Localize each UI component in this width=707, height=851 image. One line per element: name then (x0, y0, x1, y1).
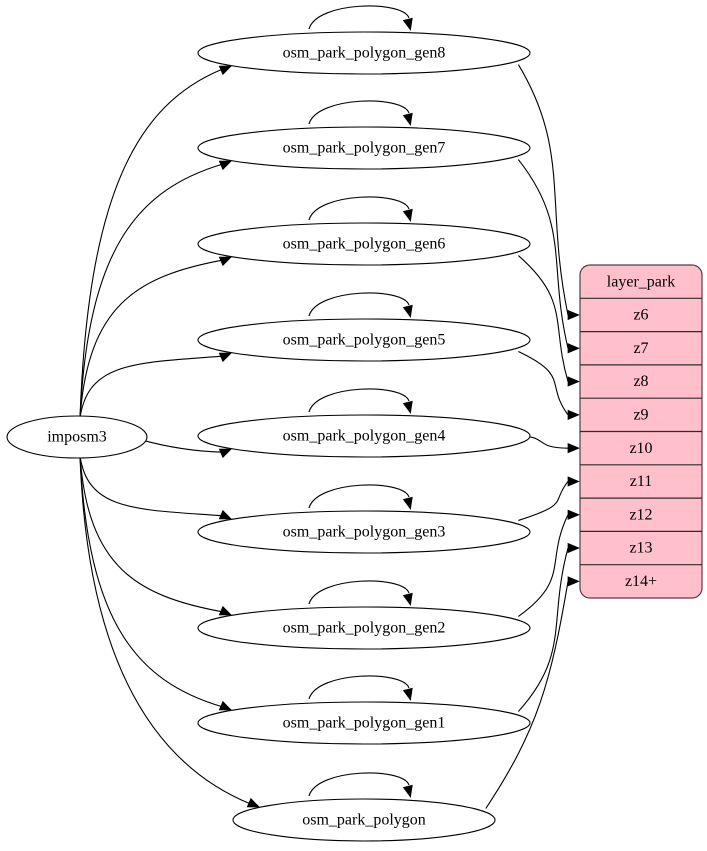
self-loop-edge (308, 100, 410, 125)
ellipse-shape (197, 414, 531, 458)
edge-arrowhead (567, 576, 580, 587)
edge-arrowhead (567, 343, 580, 354)
edge-imposm3 (79, 68, 223, 419)
self-loop-edge (308, 292, 410, 317)
edge-imposm3 (79, 455, 223, 708)
node-label: osm_park_polygon_gen1 (283, 715, 446, 732)
edge-arrowhead (567, 476, 580, 487)
node-label: osm_park_polygon_gen2 (283, 620, 446, 637)
edge-arrowhead (218, 605, 233, 616)
edge-to-z12 (518, 514, 569, 617)
ellipse-shape (232, 798, 496, 842)
edge-arrowhead (218, 256, 233, 267)
self-loop-arrowhead (402, 304, 413, 318)
ellipse-shape (197, 701, 531, 745)
node-layer-park[interactable]: layer_park z6 z7 z8 z9 z10 z11 z12 z13 z14+ (579, 264, 703, 599)
self-loop-arrowhead (402, 496, 413, 510)
imposm3-label: imposm3 (47, 429, 107, 446)
node-gen6[interactable]: osm_park_polygon_gen6 (197, 222, 531, 266)
node-gen7[interactable]: osm_park_polygon_gen7 (197, 126, 531, 170)
node-label: osm_park_polygon_gen8 (283, 45, 446, 62)
edge-to-z6 (517, 64, 569, 316)
layer-park-header: layer_park (607, 273, 675, 290)
table-row-z13[interactable]: z13 (629, 540, 652, 557)
table-row-z14+[interactable]: z14+ (625, 573, 657, 590)
node-label: osm_park_polygon_gen7 (283, 140, 446, 157)
table-row-z8[interactable]: z8 (633, 373, 648, 390)
edge-to-z7 (517, 159, 569, 349)
node-label: osm_park_polygon_gen3 (283, 524, 446, 541)
edge-to-z8 (518, 255, 569, 382)
self-loop-edge (308, 196, 410, 221)
edge-arrowhead (218, 65, 233, 76)
ellipse-shape (6, 415, 148, 459)
edge-imposm3 (79, 455, 251, 805)
node-label: osm_park_polygon_gen4 (283, 428, 446, 445)
ellipse-shape (197, 31, 531, 75)
ellipse-shape (197, 510, 531, 554)
node-group-polygons: osm_park_polygon_gen8 osm_park_polygon_ge… (197, 31, 531, 842)
edge-imposm3 (79, 455, 223, 517)
edge-imposm3 (79, 355, 223, 419)
ellipse-shape (197, 318, 531, 362)
table-row-z9[interactable]: z9 (633, 407, 648, 424)
edge-arrowhead (567, 409, 580, 420)
edge-arrowhead (218, 448, 233, 459)
node-gen4[interactable]: osm_park_polygon_gen4 (197, 414, 531, 458)
node-gen8[interactable]: osm_park_polygon_gen8 (197, 31, 531, 75)
table-row-z10[interactable]: z10 (629, 440, 652, 457)
self-loop-arrowhead (402, 592, 413, 606)
edge-arrowhead (218, 700, 233, 711)
edge-group-self-loops (308, 5, 413, 798)
self-loop-edge (308, 5, 410, 30)
table-row-z12[interactable]: z12 (629, 506, 652, 523)
edge-imposm3 (79, 259, 223, 419)
ellipse-shape (197, 126, 531, 170)
self-loop-edge (308, 484, 410, 509)
edge-to-z14+ (485, 581, 569, 809)
table-row-z6[interactable]: z6 (633, 307, 648, 324)
ellipse-shape (197, 606, 531, 650)
edge-arrowhead (246, 797, 261, 808)
ellipse-shape (197, 222, 531, 266)
self-loop-arrowhead (402, 112, 413, 126)
node-base[interactable]: osm_park_polygon (232, 798, 496, 842)
edge-to-z11 (518, 481, 569, 521)
table-row-z11[interactable]: z11 (630, 473, 653, 490)
node-label: osm_park_polygon (302, 812, 426, 829)
node-gen3[interactable]: osm_park_polygon_gen3 (197, 510, 531, 554)
node-gen2[interactable]: osm_park_polygon_gen2 (197, 606, 531, 650)
node-imposm3[interactable]: imposm3 (6, 415, 148, 459)
edge-arrowhead (567, 443, 580, 454)
node-label: osm_park_polygon_gen5 (283, 332, 446, 349)
node-gen1[interactable]: osm_park_polygon_gen1 (197, 701, 531, 745)
node-gen5[interactable]: osm_park_polygon_gen5 (197, 318, 531, 362)
edge-arrowhead (567, 309, 580, 321)
self-loop-arrowhead (402, 208, 413, 222)
edge-imposm3 (79, 163, 223, 419)
self-loop-arrowhead (402, 784, 413, 798)
self-loop-edge (308, 772, 410, 797)
node-label: osm_park_polygon_gen6 (283, 236, 446, 253)
self-loop-arrowhead (402, 687, 413, 701)
edge-to-z13 (517, 547, 569, 712)
self-loop-edge (308, 580, 410, 605)
edge-arrowhead (218, 352, 233, 363)
table-row-z7[interactable]: z7 (633, 340, 648, 357)
edge-group-to-layer-park (485, 64, 580, 809)
edge-arrowhead (567, 509, 580, 520)
edge-arrowhead (567, 542, 580, 554)
self-loop-arrowhead (402, 400, 413, 414)
self-loop-edge (308, 675, 410, 700)
self-loop-arrowhead (402, 17, 413, 31)
edge-to-z9 (518, 351, 569, 416)
edge-arrowhead (218, 509, 233, 520)
edge-arrowhead (567, 376, 580, 387)
edge-imposm3 (79, 455, 223, 613)
self-loop-edge (308, 388, 410, 413)
edge-arrowhead (218, 160, 233, 171)
